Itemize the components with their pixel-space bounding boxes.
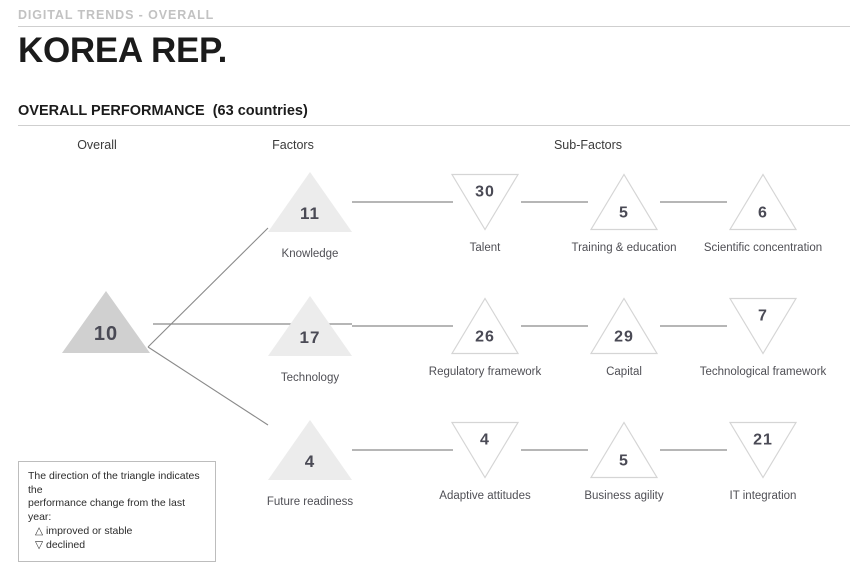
rank-value: 5: [619, 204, 629, 222]
triangle-down: [450, 421, 520, 479]
country-profile-page: DIGITAL TRENDS - OVERALL KOREA REP. OVER…: [18, 8, 850, 562]
factor-triangle-1[interactable]: 17: [268, 296, 352, 356]
subfactor-triangle-2-0[interactable]: 4: [450, 421, 520, 479]
triangle-down: [728, 297, 798, 355]
column-header-factors: Factors: [272, 138, 314, 152]
rank-value: 5: [619, 452, 629, 470]
legend-line-1: The direction of the triangle indicates …: [28, 470, 200, 496]
node-caption: Business agility: [584, 490, 664, 502]
rank-value: 7: [758, 307, 768, 325]
triangle-up: [450, 297, 520, 355]
rank-value: 11: [300, 204, 320, 224]
rank-value: 17: [299, 328, 321, 348]
node-caption: Adaptive attitudes: [439, 490, 531, 502]
subfactor-triangle-0-2[interactable]: 6: [728, 173, 798, 231]
rank-value: 10: [93, 323, 119, 346]
node-caption: Scientific concentration: [703, 242, 823, 254]
subfactor-triangle-2-1[interactable]: 5: [589, 421, 659, 479]
section-heading: OVERALL PERFORMANCE (63 countries): [18, 103, 308, 119]
header-divider-bottom: [18, 125, 850, 126]
node-caption: Future readiness: [266, 496, 354, 508]
rank-value: 4: [304, 452, 316, 472]
subfactor-triangle-1-0[interactable]: 26: [450, 297, 520, 355]
triangle-up: [589, 297, 659, 355]
legend-box: The direction of the triangle indicates …: [18, 461, 216, 562]
subfactor-triangle-0-0[interactable]: 30: [450, 173, 520, 231]
rank-value: 6: [758, 204, 768, 222]
node-caption: Technology: [280, 372, 340, 384]
node-caption: Technological framework: [699, 366, 827, 378]
rank-value: 21: [753, 431, 773, 449]
triangle-up: [268, 172, 352, 232]
connector-lines: [147, 201, 727, 451]
subfactor-triangle-0-1[interactable]: 5: [589, 173, 659, 231]
legend-line-2: performance change from the last year:: [28, 497, 185, 523]
triangle-up: [268, 420, 352, 480]
header-divider-top: [18, 26, 850, 27]
legend-item-improved: △ improved or stable: [35, 525, 133, 537]
section-heading-label: OVERALL PERFORMANCE: [18, 103, 205, 119]
triangle-down: [728, 421, 798, 479]
rank-value: 26: [475, 328, 495, 346]
triangle-up: [728, 173, 798, 231]
section-heading-count: (63 countries): [212, 103, 308, 119]
rank-value: 4: [480, 431, 490, 449]
triangle-up: [268, 296, 352, 356]
node-caption: Talent: [469, 242, 501, 254]
node-caption: Capital: [606, 366, 642, 378]
subfactor-triangle-2-2[interactable]: 21: [728, 421, 798, 479]
node-caption: Regulatory framework: [428, 366, 542, 378]
legend-item-declined: ▽ declined: [35, 539, 86, 551]
triangle-up: [62, 291, 150, 353]
page-title: KOREA REP.: [18, 31, 227, 70]
subfactor-triangle-1-1[interactable]: 29: [589, 297, 659, 355]
triangle-up: [589, 173, 659, 231]
triangle-up: [589, 421, 659, 479]
triangle-down: [450, 173, 520, 231]
rank-value: 29: [614, 328, 634, 346]
rank-value: 30: [475, 183, 495, 201]
node-caption: Knowledge: [281, 248, 339, 260]
column-header-overall: Overall: [77, 138, 117, 152]
overall-rank-triangle[interactable]: 10: [62, 291, 150, 353]
factor-triangle-2[interactable]: 4: [268, 420, 352, 480]
column-header-subfactors: Sub-Factors: [553, 138, 623, 152]
factor-triangle-0[interactable]: 11: [268, 172, 352, 232]
subfactor-triangle-1-2[interactable]: 7: [728, 297, 798, 355]
node-caption: Training & education: [571, 242, 677, 254]
node-caption: IT integration: [729, 490, 797, 502]
breadcrumb-eyebrow: DIGITAL TRENDS - OVERALL: [18, 8, 215, 22]
